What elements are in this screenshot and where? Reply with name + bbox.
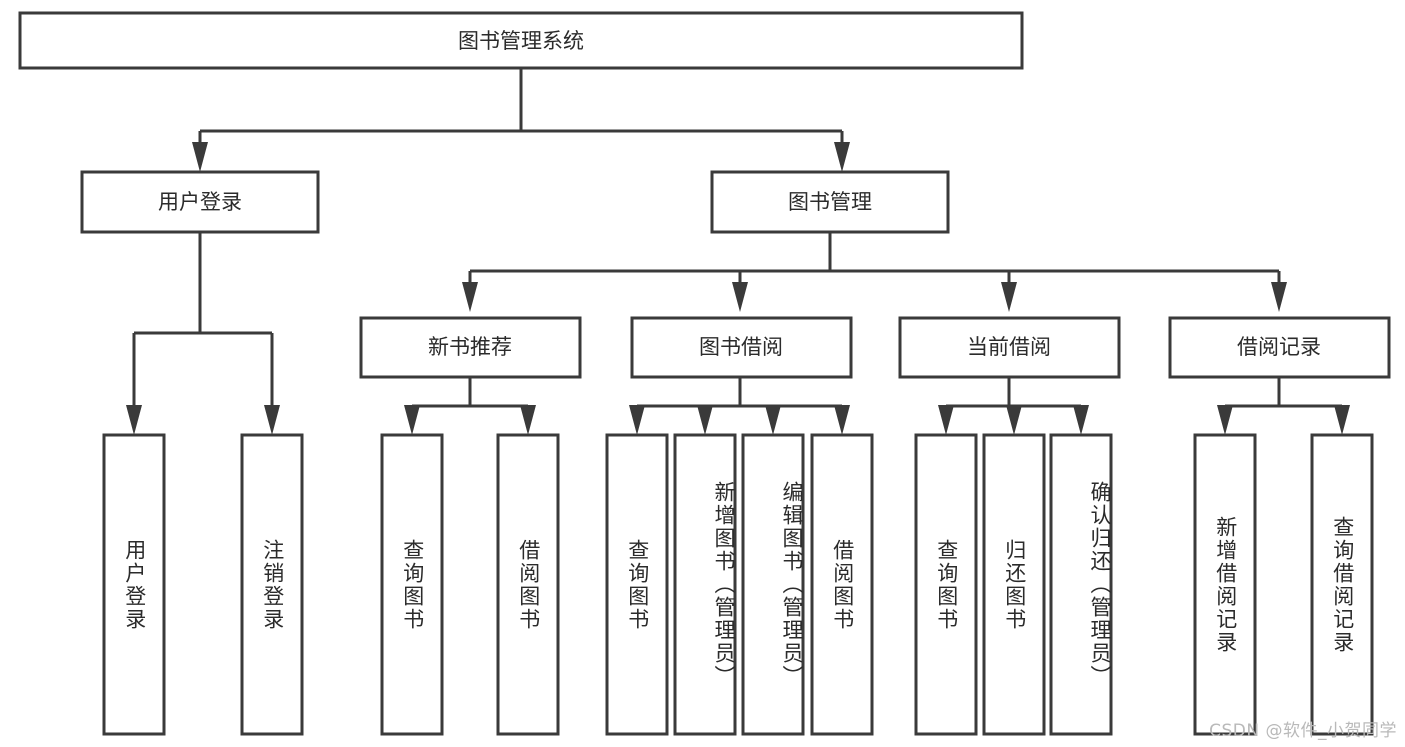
csdn-watermark: CSDN @软件_小贺同学	[1209, 721, 1397, 741]
leaf-query-books-newbook[interactable]	[380, 433, 444, 736]
leaf-borrow-books[interactable]	[810, 433, 874, 736]
node-book-borrow[interactable]	[630, 316, 853, 379]
node-books-management-label: 图书管理	[788, 190, 872, 214]
node-root-label: 图书管理系统	[458, 29, 584, 53]
connector-newbook-to-leaves	[404, 377, 536, 435]
leaf-confirm-return-admin[interactable]	[1049, 433, 1113, 736]
node-current-borrow-label: 当前借阅	[967, 335, 1051, 359]
node-user-login-label: 用户登录	[158, 190, 242, 214]
leaf-query-borrow-record[interactable]	[1310, 433, 1374, 736]
connector-root-to-level2	[192, 68, 850, 172]
leaf-return-books[interactable]	[982, 433, 1046, 736]
node-borrow-record-label: 借阅记录	[1237, 335, 1321, 359]
connector-record-to-leaves	[1217, 377, 1350, 435]
leaf-user-login[interactable]	[102, 433, 166, 736]
leaf-query-books-borrow[interactable]	[605, 433, 669, 736]
connector-borrow-to-leaves	[629, 377, 850, 435]
node-borrow-record[interactable]	[1168, 316, 1391, 379]
node-book-borrow-label: 图书借阅	[699, 335, 783, 359]
connector-userlogin-to-leaves	[126, 232, 280, 435]
connector-booksmgmt-to-level3	[462, 232, 1287, 312]
leaf-query-books-current[interactable]	[914, 433, 978, 736]
leaf-edit-book-admin[interactable]	[741, 433, 805, 736]
leaf-logout[interactable]	[240, 433, 304, 736]
node-new-book-recommend-label: 新书推荐	[428, 335, 512, 359]
leaf-borrow-books-newbook[interactable]	[496, 433, 560, 736]
leaf-add-book-admin[interactable]	[673, 433, 737, 736]
node-books-management[interactable]	[710, 170, 950, 234]
leaf-add-borrow-record[interactable]	[1193, 433, 1257, 736]
node-current-borrow[interactable]	[898, 316, 1121, 379]
node-root[interactable]	[18, 11, 1024, 70]
node-new-book-recommend[interactable]	[359, 316, 582, 379]
node-user-login[interactable]	[80, 170, 320, 234]
connector-current-to-leaves	[938, 377, 1089, 435]
